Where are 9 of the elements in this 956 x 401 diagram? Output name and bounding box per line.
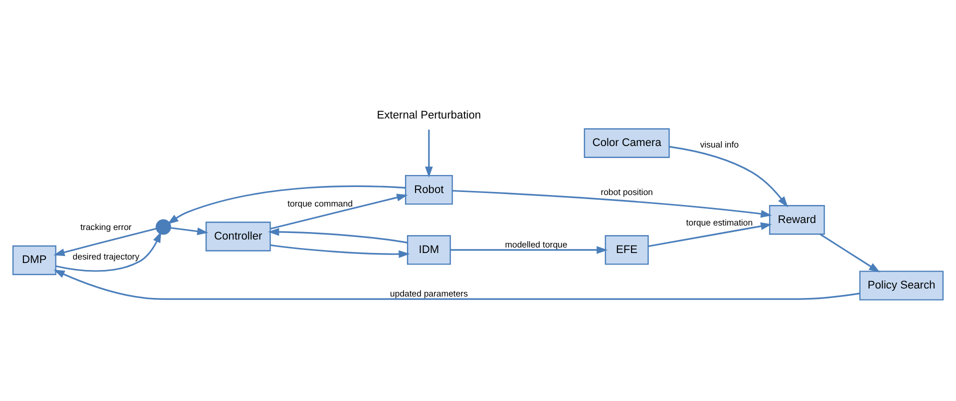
edge-label: robot position (600, 187, 653, 198)
edge-label: tracking error (80, 222, 132, 232)
edge-label: torque estimation (686, 217, 753, 228)
edge-label: visual info (700, 140, 739, 150)
edge-label: modelled torque (505, 239, 568, 250)
edge-label: torque command (287, 198, 353, 208)
edge-label: updated parameters (390, 288, 468, 299)
node-text: External Perturbation (376, 109, 481, 122)
edge-label: desired trajectory (72, 251, 140, 262)
